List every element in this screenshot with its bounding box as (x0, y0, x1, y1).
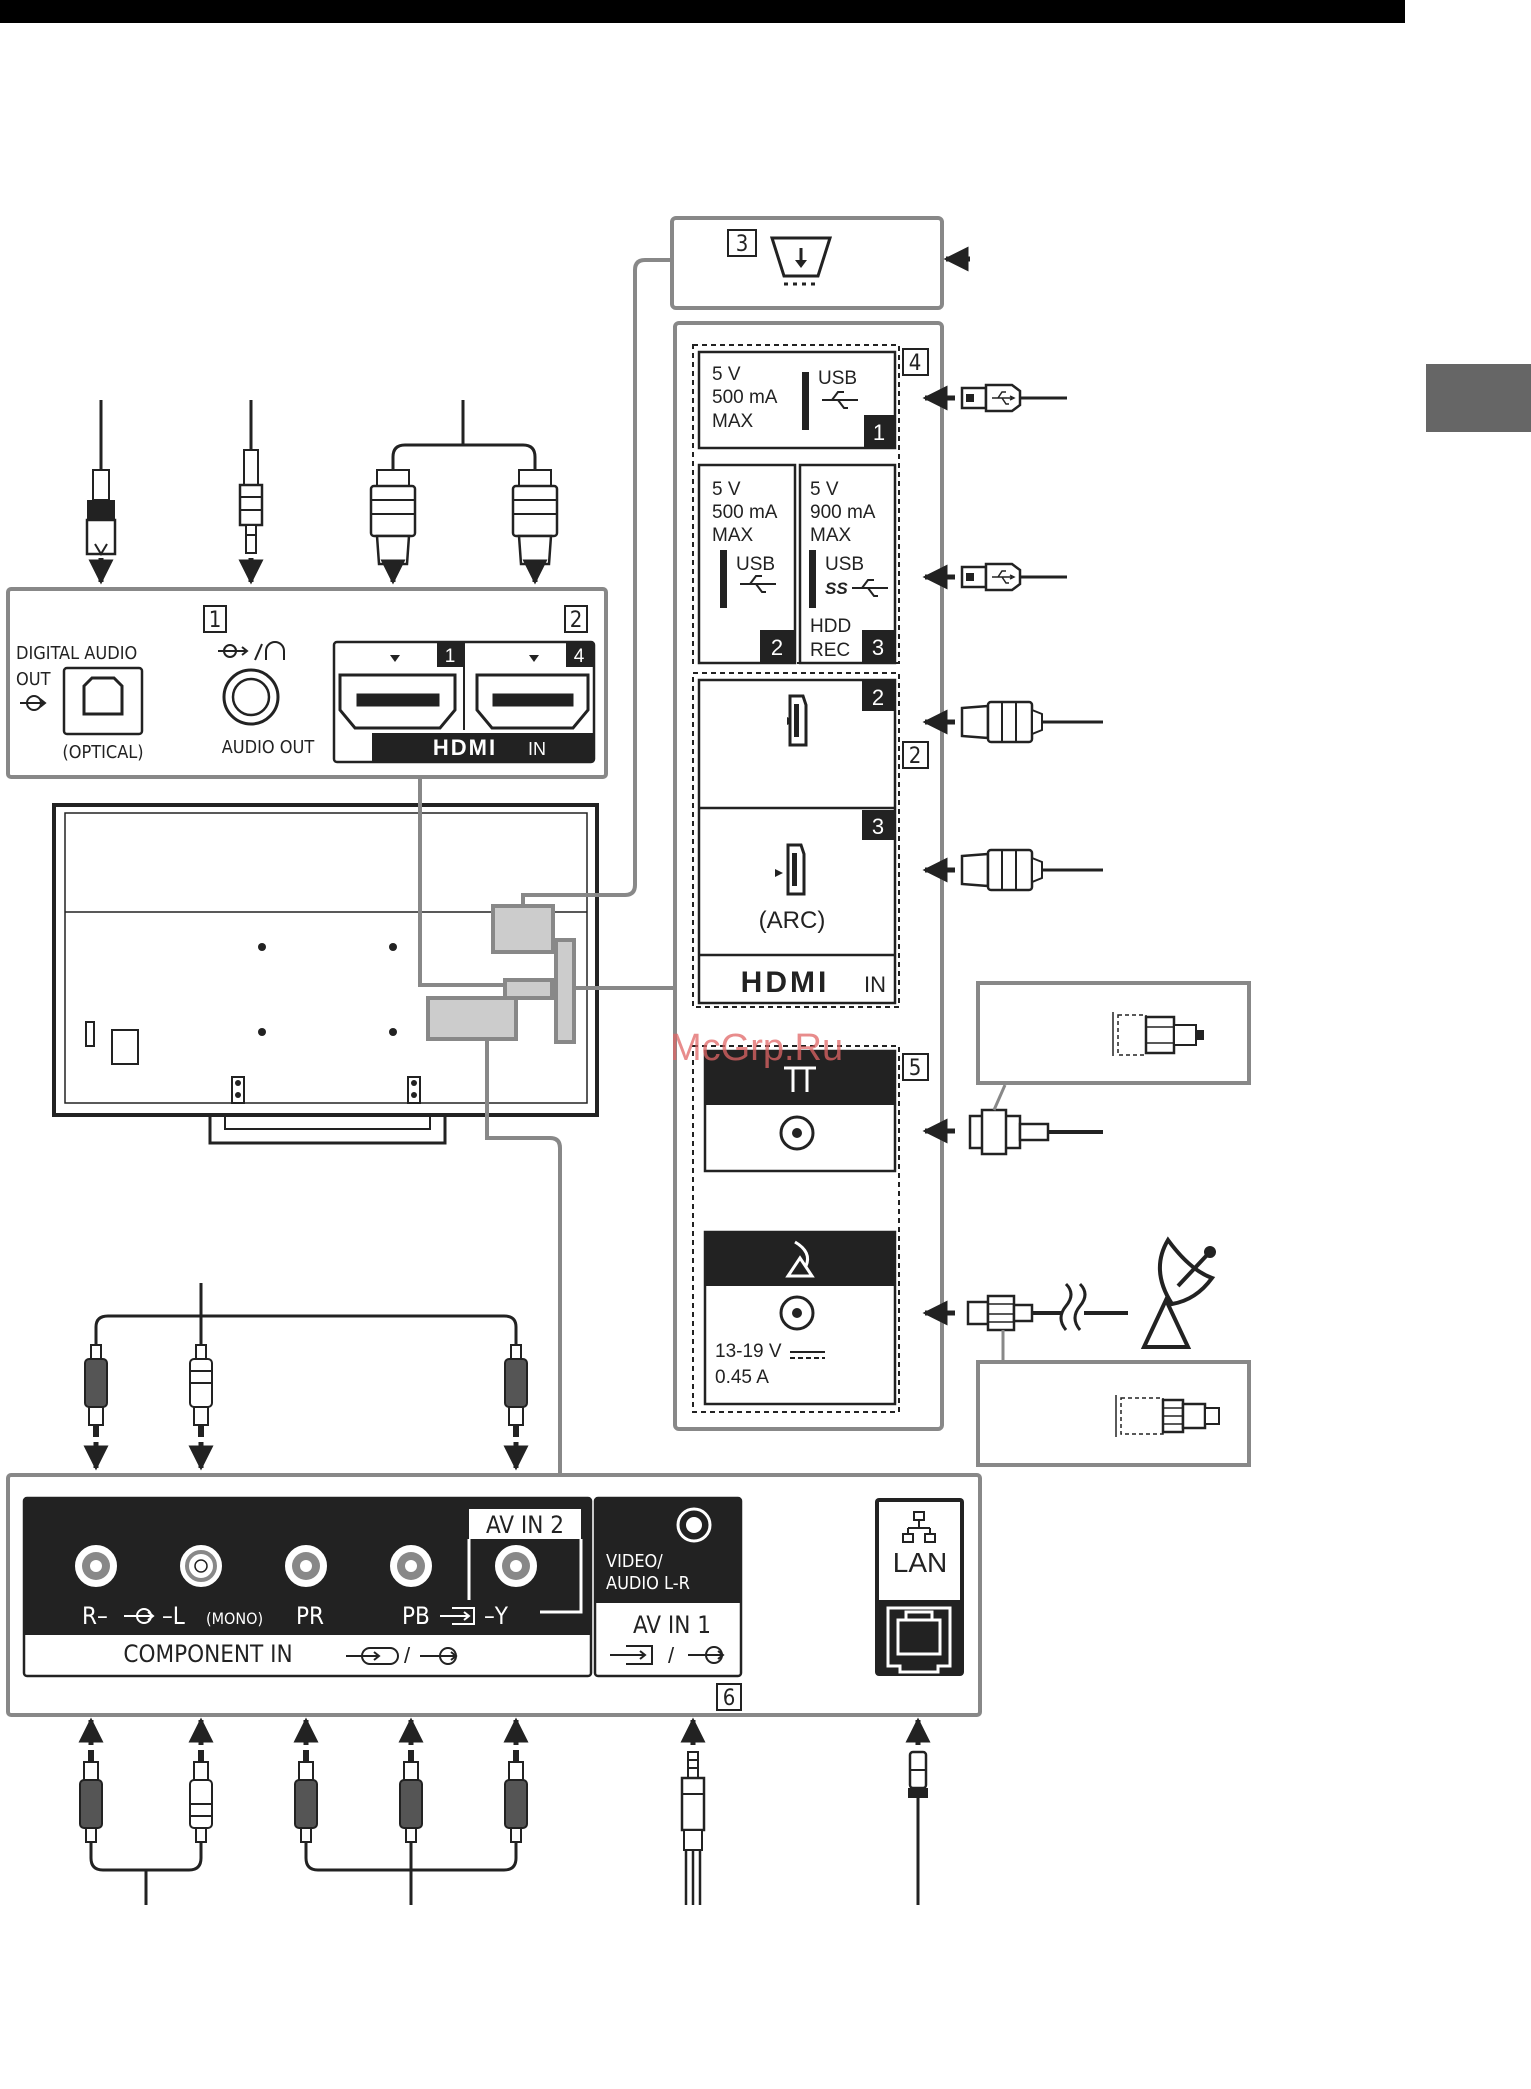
tv-screw-holes (235, 943, 417, 1098)
f-plug-detail-box (978, 1362, 1249, 1465)
svg-text:/: / (404, 1643, 411, 1668)
down-arrows-bottom (96, 1442, 516, 1468)
svg-text:1: 1 (873, 420, 885, 445)
tv-rear (54, 805, 597, 1143)
svg-text:5 V: 5 V (712, 479, 741, 500)
svg-text:IN: IN (528, 739, 546, 759)
hdmi-port-2 (787, 696, 806, 745)
svg-text:500 mA: 500 mA (712, 502, 778, 523)
satellite-dish-icon (1144, 1240, 1214, 1347)
svg-text:3: 3 (736, 232, 749, 257)
hdmi-logo: HDMI (741, 966, 830, 999)
svg-text:–L: –L (162, 1602, 185, 1630)
svg-text:USB: USB (825, 554, 864, 575)
svg-text:MAX: MAX (810, 525, 852, 546)
svg-text:PB: PB (402, 1602, 430, 1630)
lan-label: LAN (893, 1547, 947, 1578)
usb-section: 4 5 V 500 mA MAX USB 1 5 V 500 mA MAX US… (693, 345, 928, 663)
svg-text:900 mA: 900 mA (810, 502, 876, 523)
svg-text:HDD: HDD (810, 616, 851, 637)
terrestrial-input (705, 1051, 895, 1171)
svg-text:VIDEO/: VIDEO/ (606, 1551, 663, 1572)
svg-text:6: 6 (723, 1686, 736, 1711)
svg-text:3: 3 (872, 814, 884, 839)
usb-port-1: 5 V 500 mA MAX USB 1 (699, 352, 895, 448)
svg-text:4: 4 (574, 646, 585, 667)
svg-text:500 mA: 500 mA (712, 387, 778, 408)
svg-text:5 V: 5 V (712, 364, 741, 385)
up-arrows-bottom (91, 1720, 918, 1745)
audio-hdmi-panel: 1 2 DIGITAL AUDIO OUT (OPTICAL) AUDIO OU… (8, 589, 606, 777)
svg-text:AUDIO L-R: AUDIO L-R (606, 1573, 690, 1594)
digital-audio-label: DIGITAL AUDIO (16, 643, 137, 664)
leader-lines (420, 260, 673, 1474)
superspeed-icon: SS (825, 579, 848, 598)
svg-text:IN: IN (864, 972, 886, 997)
svg-text:5 V: 5 V (810, 479, 839, 500)
svg-text:MAX: MAX (712, 525, 754, 546)
optical-plug (87, 470, 115, 554)
usb-port-3: 5 V 900 mA MAX USB SS HDD REC 3 (800, 465, 895, 663)
svg-text:–Y: –Y (484, 1602, 509, 1630)
tv-terminals (428, 906, 574, 1042)
svg-text:(ARC): (ARC) (759, 907, 826, 934)
bottom-panel: AV IN 2 R– –L (MONO) PR PB –Y COMPONENT … (8, 1475, 980, 1715)
av-mini-plug (682, 1752, 704, 1905)
hdmi-side-section: 2 2 3 (ARC) HDMI IN (693, 673, 928, 1007)
svg-text:R–: R– (82, 1602, 108, 1630)
svg-text:REC: REC (810, 640, 850, 661)
svg-text:(OPTICAL): (OPTICAL) (62, 742, 143, 763)
av-in2-label: AV IN 2 (486, 1511, 564, 1539)
update-box: 3 (672, 218, 970, 308)
iec-plug (970, 1085, 1103, 1154)
upper-rca-cables (96, 1283, 516, 1345)
top-cables (101, 400, 535, 478)
svg-text:/: / (668, 1643, 675, 1668)
down-arrows (101, 558, 535, 582)
f-plug (968, 1284, 1128, 1362)
mini-plug (240, 450, 262, 553)
hdmi-logo: HDMI (433, 735, 497, 760)
svg-text:OUT: OUT (16, 669, 51, 690)
av-in1-label: AV IN 1 (633, 1611, 711, 1639)
usb-port-2: 5 V 500 mA MAX USB 2 (699, 465, 795, 663)
svg-text:1: 1 (445, 646, 456, 667)
svg-text:2: 2 (771, 635, 783, 660)
svg-text:1: 1 (209, 608, 222, 633)
audio-out-jack (224, 670, 278, 724)
svg-text:PR: PR (296, 1602, 324, 1630)
svg-text:USB: USB (818, 368, 857, 389)
svg-text:4: 4 (909, 351, 922, 376)
svg-text:(MONO): (MONO) (206, 1609, 263, 1628)
svg-text:MAX: MAX (712, 411, 754, 432)
svg-text:2: 2 (909, 744, 922, 769)
svg-text:13-19 V: 13-19 V (715, 1341, 782, 1362)
header-bar (0, 0, 1405, 23)
svg-text:2: 2 (872, 685, 884, 710)
lower-rca-cables (91, 1842, 516, 1905)
svg-text:USB: USB (736, 554, 775, 575)
svg-text:3: 3 (872, 635, 884, 660)
chapter-tab (1426, 364, 1531, 432)
svg-text:2: 2 (570, 608, 583, 633)
component-in-label: COMPONENT IN (123, 1640, 292, 1668)
watermark: McGrp.Ru (670, 1027, 843, 1069)
satellite-input: 13-19 V 0.45 A (705, 1232, 895, 1404)
svg-text:AUDIO OUT: AUDIO OUT (222, 737, 315, 758)
lan-plug (908, 1752, 928, 1905)
svg-text:0.45 A: 0.45 A (715, 1367, 769, 1388)
svg-text:5: 5 (909, 1056, 922, 1081)
iec-detail-box (978, 983, 1249, 1083)
